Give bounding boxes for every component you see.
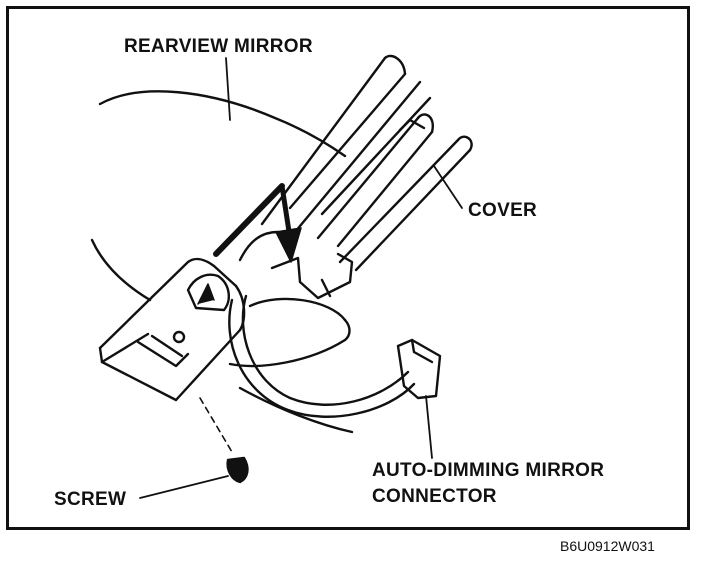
plug-tab [410, 338, 434, 364]
connector-housing-front [174, 328, 242, 402]
label-cover: COVER [468, 200, 538, 221]
cover-rail-2 [336, 130, 434, 248]
cylinder-end [343, 318, 351, 342]
figure-code: B6U0912W031 [560, 538, 655, 554]
cover-end [416, 113, 434, 134]
cover-detail [398, 118, 426, 132]
cover-rail-3 [338, 138, 460, 264]
leader-connector [425, 395, 433, 459]
arrow-stroke [213, 183, 285, 257]
harness-wire-1 [241, 294, 410, 406]
label-connector-line2: CONNECTOR [372, 486, 497, 507]
leader-rearview [225, 57, 231, 121]
cover-end-2 [456, 135, 473, 152]
mirror-body-lower [90, 238, 152, 302]
connector-slot-2 [150, 334, 184, 358]
cover-rail-4 [354, 148, 472, 272]
label-connector-line1: AUTO-DIMMING MIRROR [372, 460, 605, 481]
connector-housing-top [98, 257, 238, 350]
leader-screw [139, 475, 229, 499]
cover-rail-1 [316, 116, 420, 240]
connector-housing-face [100, 332, 150, 364]
leader-cover [433, 165, 463, 209]
mirror-body-outline [98, 90, 347, 158]
cylinder-top [248, 297, 347, 322]
cover-clip [270, 252, 354, 300]
cylinder-bottom [228, 338, 347, 368]
stalk-rail-3 [293, 80, 422, 234]
stalk-rail-2 [288, 72, 407, 210]
latch-finger [197, 283, 215, 305]
leader-screw-dash [199, 397, 233, 453]
mirror-body-bottom [238, 386, 354, 434]
stalk-top-cap [383, 54, 407, 76]
label-screw: SCREW [54, 489, 127, 510]
screw-shape [226, 456, 249, 484]
cover-clip-inner [320, 278, 332, 298]
diagram-frame [6, 6, 690, 530]
arrow-head [275, 227, 302, 263]
stalk-rail-4 [320, 96, 432, 216]
latch-outline [186, 273, 230, 312]
harness-wire-2 [228, 298, 416, 418]
plug-body [396, 338, 442, 400]
screw-hole [172, 330, 186, 344]
cover-clip-edge [238, 230, 280, 262]
connector-slot [136, 340, 190, 368]
label-rearview-mirror: REARVIEW MIRROR [124, 36, 313, 57]
